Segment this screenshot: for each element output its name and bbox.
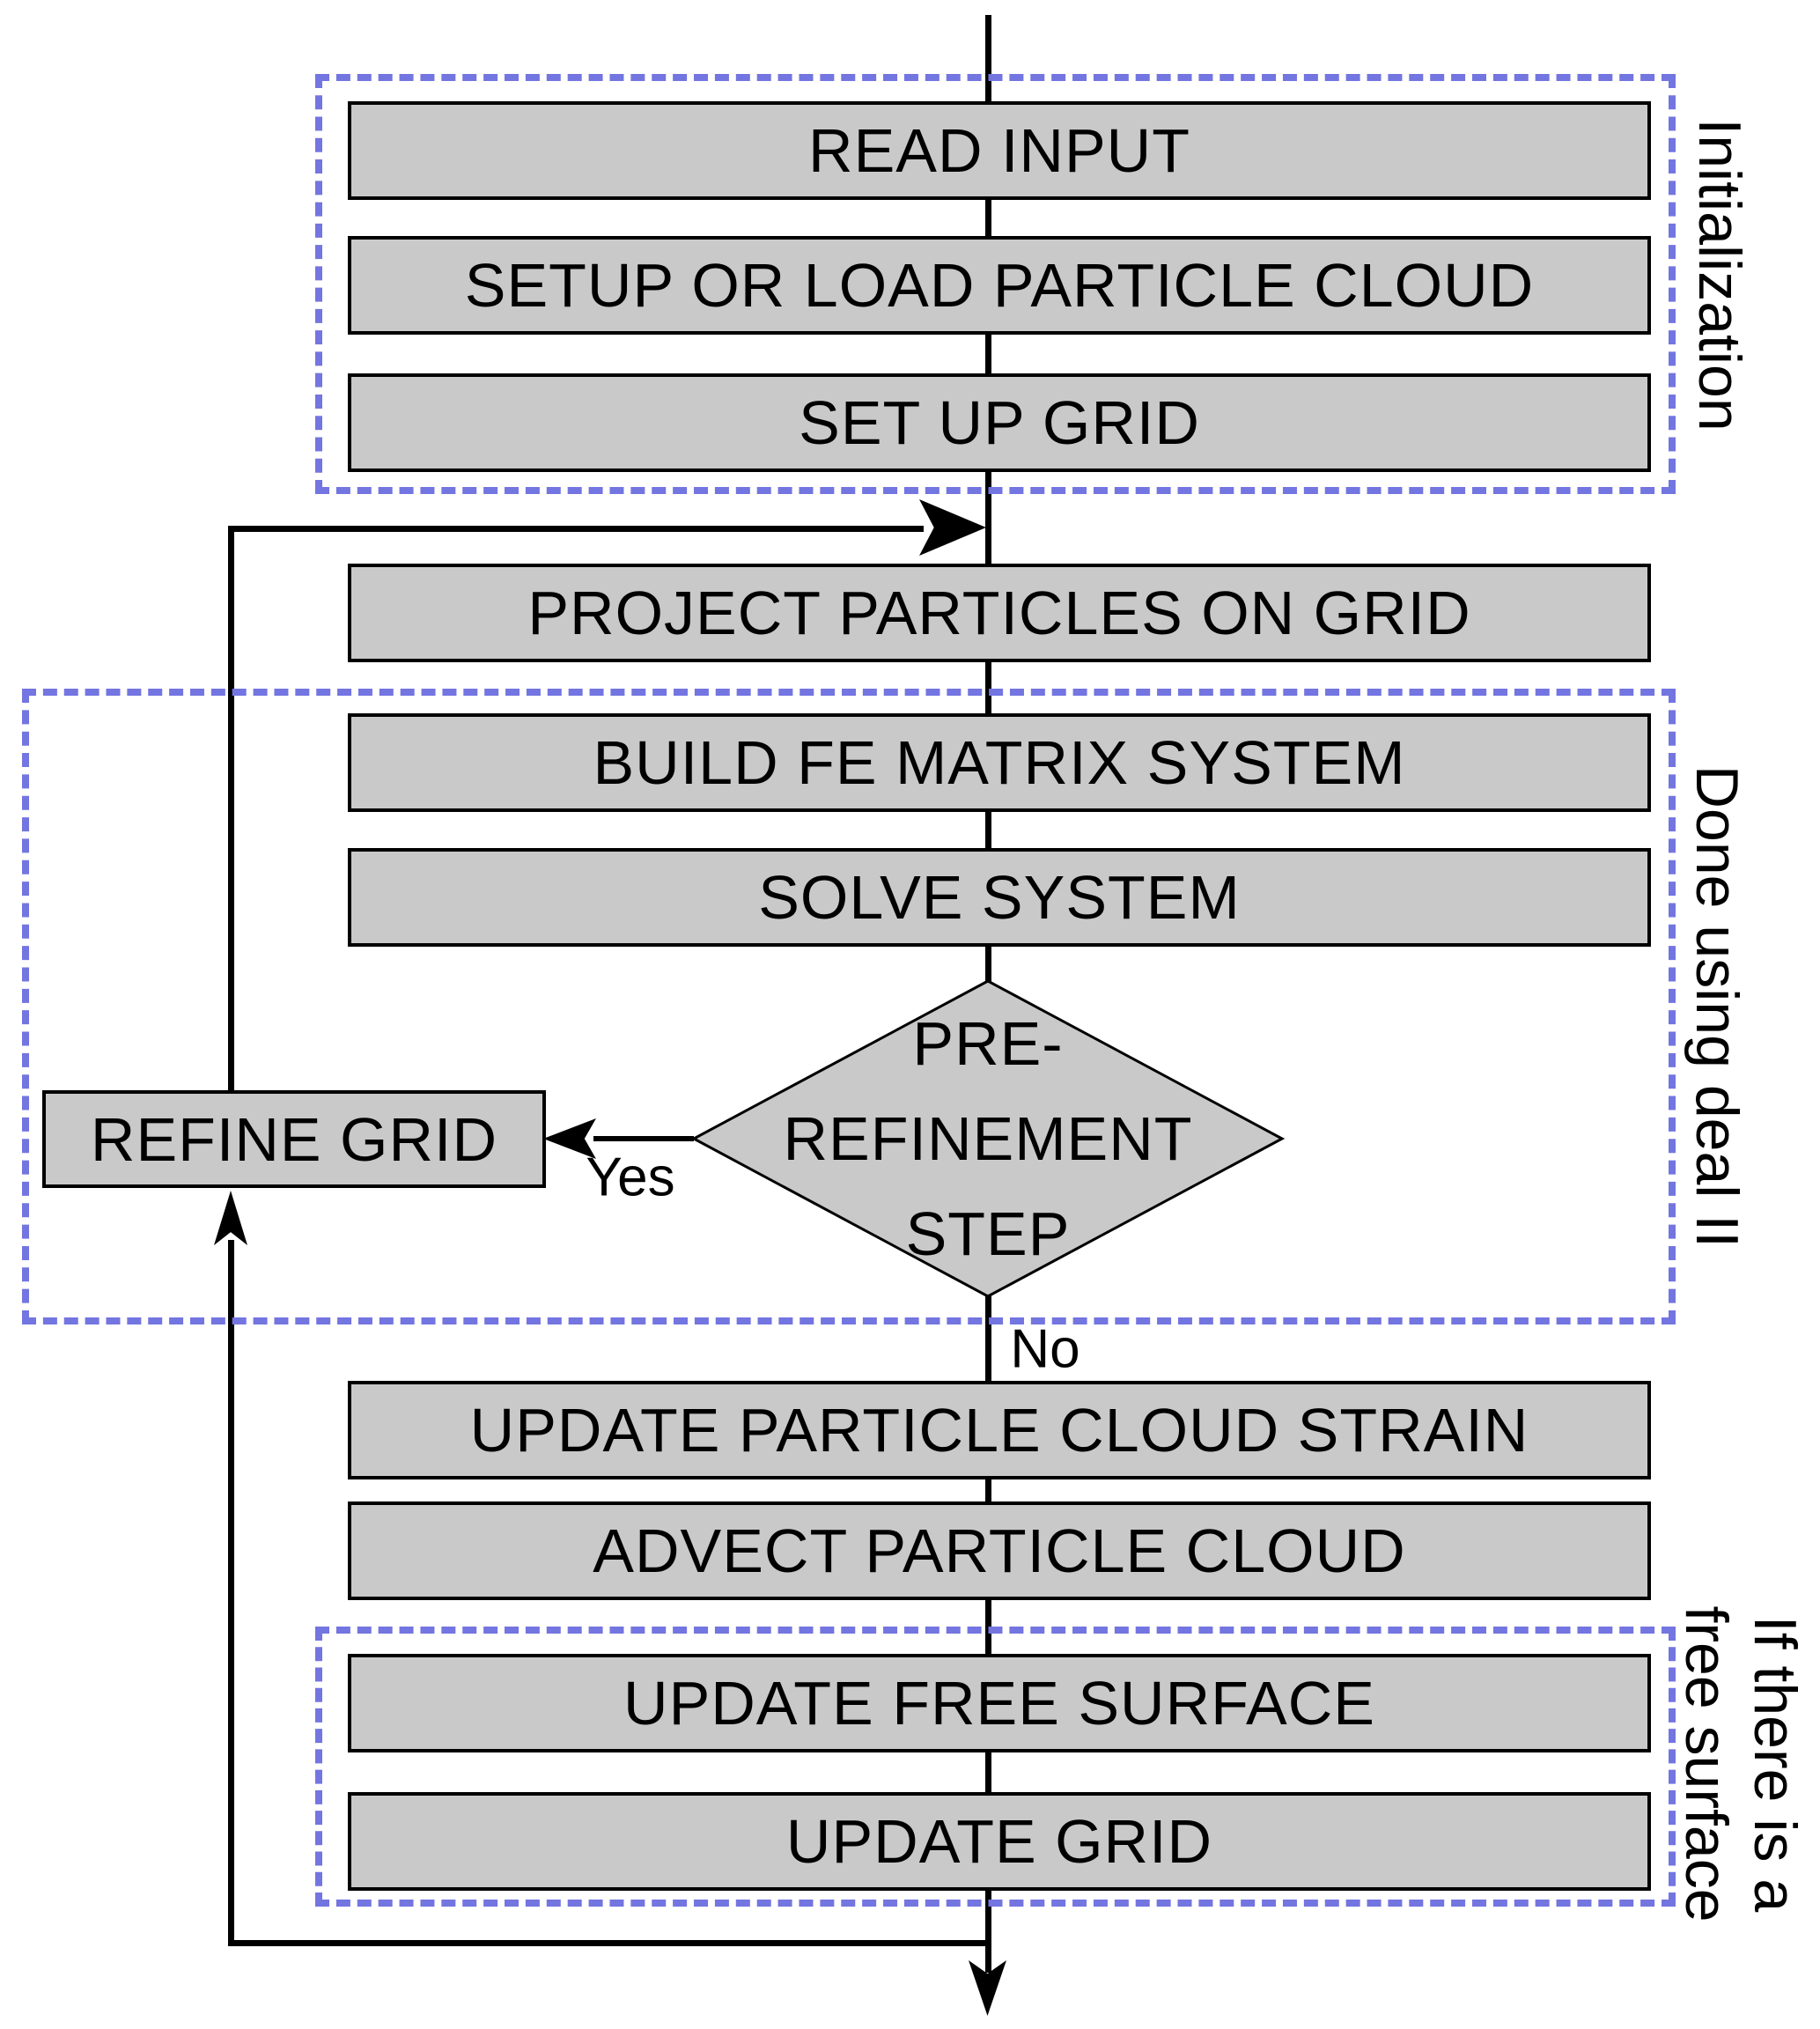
node-update-grid: UPDATE GRID (348, 1792, 1651, 1891)
node-update-grid-label: UPDATE GRID (785, 1807, 1213, 1876)
node-solve-system-label: SOLVE SYSTEM (758, 863, 1241, 932)
loop-left-line-upper (228, 526, 234, 1094)
region-free-surface (315, 1627, 1676, 1907)
node-project-particles-label: PROJECT PARTICLES ON GRID (527, 579, 1471, 647)
node-advect-cloud-label: ADVECT PARTICLE CLOUD (593, 1516, 1406, 1585)
node-setup-grid-label: SET UP GRID (799, 388, 1200, 457)
yes-edge-line (593, 1136, 694, 1141)
node-read-input-label: READ INPUT (808, 116, 1190, 185)
loop-bottom-line (228, 1940, 991, 1946)
region-free-surface-label: If there is a free surface (1672, 1605, 1809, 1922)
no-edge-label: No (1010, 1318, 1080, 1380)
decision-diamond-shape (690, 979, 1286, 1298)
node-setup-cloud-label: SETUP OR LOAD PARTICLE CLOUD (464, 251, 1535, 320)
node-project-particles: PROJECT PARTICLES ON GRID (348, 564, 1651, 662)
loop-left-line-lower (228, 1240, 234, 1946)
region-initialization (315, 74, 1676, 494)
node-advect-cloud: ADVECT PARTICLE CLOUD (348, 1501, 1651, 1600)
node-build-fe-matrix-label: BUILD FE MATRIX SYSTEM (593, 728, 1406, 797)
node-build-fe-matrix: BUILD FE MATRIX SYSTEM (348, 713, 1651, 812)
region-free-surface-label-line1: If there is a (1742, 1615, 1809, 1913)
node-setup-grid: SET UP GRID (348, 373, 1651, 472)
node-update-free-surface: UPDATE FREE SURFACE (348, 1654, 1651, 1752)
node-refine-grid: REFINE GRID (42, 1090, 546, 1188)
region-deal-label: Done using deal II (1684, 764, 1750, 1249)
node-read-input: READ INPUT (348, 101, 1651, 200)
decision-label-line1: PRE- (912, 1009, 1064, 1078)
region-free-surface-label-line2: free surface (1673, 1605, 1740, 1922)
node-solve-system: SOLVE SYSTEM (348, 848, 1651, 947)
decision-label-line2: REFINEMENT (783, 1104, 1193, 1173)
decision-label: PRE- REFINEMENT STEP (691, 996, 1285, 1281)
loop-top-arrowhead-icon (919, 499, 986, 556)
decision-pre-refinement (690, 978, 1286, 1299)
yes-edge-label: Yes (586, 1147, 675, 1208)
node-update-free-surface-label: UPDATE FREE SURFACE (623, 1669, 1375, 1738)
node-refine-grid-label: REFINE GRID (90, 1104, 498, 1174)
region-initialization-label: Initialization (1686, 118, 1753, 432)
loop-top-line (228, 526, 924, 532)
node-update-strain: UPDATE PARTICLE CLOUD STRAIN (348, 1381, 1651, 1479)
node-setup-cloud: SETUP OR LOAD PARTICLE CLOUD (348, 236, 1651, 335)
decision-label-line3: STEP (905, 1199, 1071, 1268)
region-deal (22, 689, 1676, 1324)
node-update-strain-label: UPDATE PARTICLE CLOUD STRAIN (469, 1396, 1529, 1465)
